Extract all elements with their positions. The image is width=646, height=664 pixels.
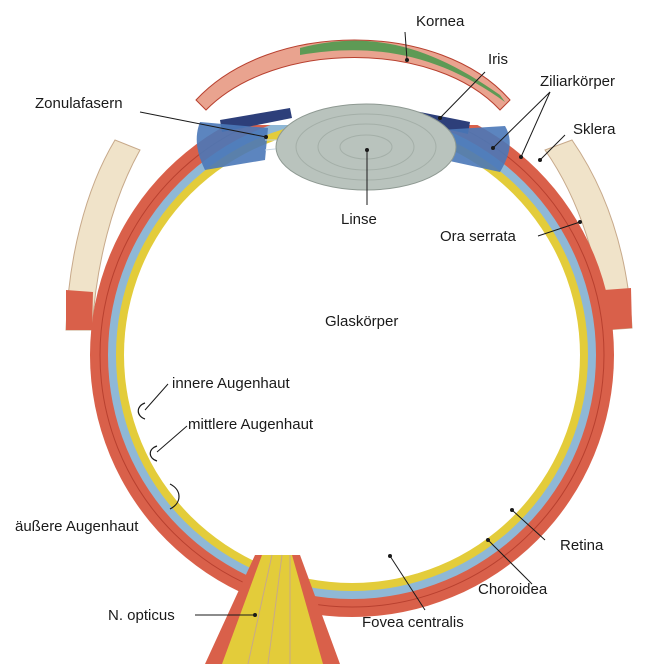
label-aeussere-augenhaut: äußere Augenhaut [15,518,139,535]
label-n-opticus: N. opticus [108,607,175,624]
vitreous-body [124,127,580,583]
label-zonulafasern: Zonulafasern [35,95,123,112]
label-linse: Linse [341,211,377,228]
label-iris: Iris [488,51,508,68]
label-innere-augenhaut: innere Augenhaut [172,375,290,392]
label-choroidea: Choroidea [478,581,548,598]
label-retina: Retina [560,537,604,554]
lens [276,104,456,190]
label-ora-serrata: Ora serrata [440,228,517,245]
label-sklera: Sklera [573,121,616,138]
label-kornea: Kornea [416,13,465,30]
label-fovea-centralis: Fovea centralis [362,614,464,631]
label-glaskoerper: Glaskörper [325,313,398,330]
label-mittlere-augenhaut: mittlere Augenhaut [188,416,314,433]
label-ziliarkoerper: Ziliarkörper [540,73,615,90]
